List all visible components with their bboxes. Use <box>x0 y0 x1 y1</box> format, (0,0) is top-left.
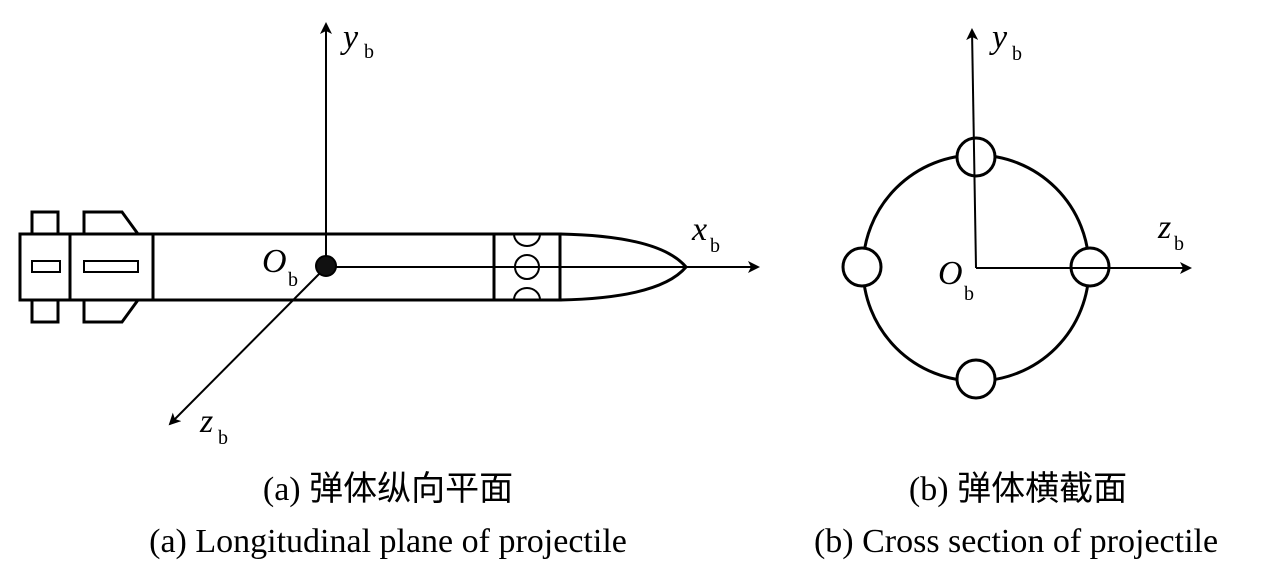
cross-section-panel: y b z b O b (b) 弹体横截面 (b) Cross section … <box>814 19 1218 560</box>
z-axis-label: z <box>199 403 213 440</box>
y-axis-label-cross: y <box>989 19 1008 56</box>
rim-circle-bottom <box>955 358 997 400</box>
slot-small <box>31 260 61 273</box>
y-axis-subscript: b <box>364 41 374 63</box>
y-axis-label: y <box>340 19 359 56</box>
caption-zh-cross: (b) 弹体横截面 <box>909 470 1127 508</box>
caption-zh: (a) 弹体纵向平面 <box>263 470 513 508</box>
fin-lower-small <box>30 300 60 324</box>
y-axis-subscript-cross: b <box>1012 43 1022 65</box>
caption-en-cross: (b) Cross section of projectile <box>814 523 1218 560</box>
center-of-mass-dot <box>315 255 337 277</box>
fin-upper-small <box>30 210 60 234</box>
fin-lower-large <box>82 299 140 324</box>
origin-label: O <box>262 243 287 280</box>
x-axis-subscript: b <box>710 235 720 257</box>
y-axis-arrow-cross <box>966 28 979 269</box>
rim-circle-left <box>841 246 883 288</box>
x-axis-label: x <box>691 211 707 248</box>
origin-subscript: b <box>288 269 298 291</box>
thruster-top <box>513 233 541 247</box>
thruster-bottom <box>513 287 541 301</box>
longitudinal-panel: y b x b z b O b (a) 弹体纵向平面 (a) Longitudi… <box>18 19 760 560</box>
origin-label-cross: O <box>938 255 963 292</box>
slot-long <box>83 260 139 273</box>
z-axis-arrow <box>168 266 327 426</box>
fin-upper-large <box>82 210 140 235</box>
z-axis-subscript-cross: b <box>1174 233 1184 255</box>
caption-en: (a) Longitudinal plane of projectile <box>149 523 627 560</box>
z-axis-subscript: b <box>218 427 228 449</box>
z-axis-label-cross: z <box>1157 209 1171 246</box>
origin-subscript-cross: b <box>964 283 974 305</box>
rim-circle-top <box>955 136 997 178</box>
